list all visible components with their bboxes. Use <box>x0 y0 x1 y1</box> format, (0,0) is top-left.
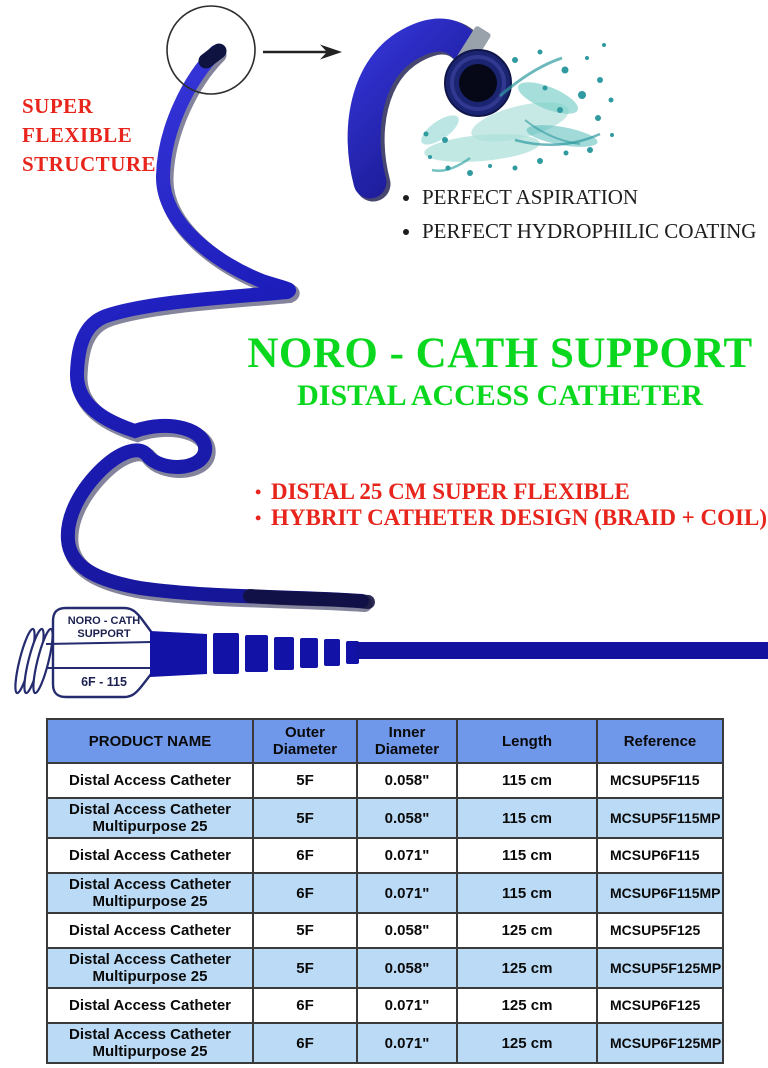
col-header-inner-diameter: Inner Diameter <box>356 718 458 764</box>
table-row: Distal Access Catheter Multipurpose 25 6… <box>46 1022 724 1064</box>
catheter-spiral-graphic <box>60 43 375 612</box>
flexible-label-line: SUPER <box>22 94 94 118</box>
cell-length: 115 cm <box>456 872 598 914</box>
table-row: Distal Access Catheter Multipurpose 25 5… <box>46 947 724 989</box>
cell-product-name: Distal Access Catheter Multipurpose 25 <box>46 947 254 989</box>
cell-outer-diameter: 5F <box>252 797 358 839</box>
cell-inner-diameter: 0.071" <box>356 1022 458 1064</box>
table-header-row: PRODUCT NAME Outer Diameter Inner Diamet… <box>46 718 724 764</box>
product-subtitle: DISTAL ACCESS CATHETER <box>297 379 703 412</box>
cell-length: 125 cm <box>456 1022 598 1064</box>
cell-length: 115 cm <box>456 797 598 839</box>
cell-inner-diameter: 0.071" <box>356 872 458 914</box>
highlight-list: • DISTAL 25 CM SUPER FLEXIBLE • HYBRIT CAT… <box>255 479 767 531</box>
feature-item: PERFECT ASPIRATION <box>422 184 768 211</box>
magnifier-circle-icon <box>166 5 256 95</box>
cell-product-name: Distal Access Catheter <box>46 837 254 874</box>
flexible-structure-label: SUPER FLEXIBLE STRUCTURE <box>22 92 156 179</box>
catheter-artwork: NORO - CATH SUPPORT 6F - 115 <box>14 5 768 699</box>
table-row: Distal Access Catheter 5F 0.058" 125 cm … <box>46 912 724 949</box>
table-row: Distal Access Catheter 6F 0.071" 125 cm … <box>46 987 724 1024</box>
cell-reference: MCSUP5F125MP <box>596 947 724 989</box>
catheter-shaft <box>356 642 768 659</box>
table-row: Distal Access Catheter Multipurpose 25 6… <box>46 872 724 914</box>
cell-outer-diameter: 6F <box>252 1022 358 1064</box>
feature-item: PERFECT HYDROPHILIC COATING <box>422 218 768 245</box>
cell-outer-diameter: 6F <box>252 872 358 914</box>
cell-inner-diameter: 0.058" <box>356 912 458 949</box>
highlight-item: • HYBRIT CATHETER DESIGN (BRAID + COIL) <box>255 505 767 531</box>
flexible-label-line: STRUCTURE <box>22 152 157 176</box>
cell-outer-diameter: 5F <box>252 947 358 989</box>
cell-product-name: Distal Access Catheter <box>46 987 254 1024</box>
hub-name-line2: SUPPORT <box>77 628 130 640</box>
cell-outer-diameter: 5F <box>252 762 358 799</box>
cell-reference: MCSUP5F125 <box>596 912 724 949</box>
cell-length: 125 cm <box>456 987 598 1024</box>
cell-inner-diameter: 0.071" <box>356 987 458 1024</box>
catheter-tip-detail-graphic <box>347 18 614 202</box>
flexible-label-line: FLEXIBLE <box>22 123 133 147</box>
cell-length: 125 cm <box>456 947 598 989</box>
bullet-icon: • <box>255 508 262 528</box>
table-row: Distal Access Catheter Multipurpose 25 5… <box>46 797 724 839</box>
cell-product-name: Distal Access Catheter <box>46 762 254 799</box>
table-row: Distal Access Catheter 6F 0.071" 115 cm … <box>46 837 724 874</box>
cell-reference: MCSUP6F115MP <box>596 872 724 914</box>
cell-product-name: Distal Access Catheter Multipurpose 25 <box>46 797 254 839</box>
col-header-outer-diameter: Outer Diameter <box>252 718 358 764</box>
cell-product-name: Distal Access Catheter <box>46 912 254 949</box>
col-header-reference: Reference <box>596 718 724 764</box>
strain-relief <box>150 631 359 677</box>
arrow-right-icon <box>263 44 342 60</box>
cell-outer-diameter: 6F <box>252 987 358 1024</box>
cell-length: 115 cm <box>456 762 598 799</box>
cell-product-name: Distal Access Catheter Multipurpose 25 <box>46 872 254 914</box>
highlight-text: HYBRIT CATHETER DESIGN (BRAID + COIL) <box>271 505 767 530</box>
col-header-length: Length <box>456 718 598 764</box>
hub-size-label: 6F - 115 <box>81 675 127 689</box>
feature-list: PERFECT ASPIRATION PERFECT HYDROPHILIC C… <box>392 184 768 252</box>
cell-reference: MCSUP6F125MP <box>596 1022 724 1064</box>
cell-inner-diameter: 0.071" <box>356 837 458 874</box>
highlight-item: • DISTAL 25 CM SUPER FLEXIBLE <box>255 479 735 505</box>
cell-inner-diameter: 0.058" <box>356 762 458 799</box>
col-header-product-name: PRODUCT NAME <box>46 718 254 764</box>
cell-reference: MCSUP6F125 <box>596 987 724 1024</box>
product-title: NORO - CATH SUPPORT <box>247 330 753 377</box>
bullet-icon: • <box>255 482 262 502</box>
cell-reference: MCSUP5F115MP <box>596 797 724 839</box>
hub-body <box>51 606 157 699</box>
hub-name-line1: NORO - CATH <box>68 615 141 627</box>
cell-outer-diameter: 5F <box>252 912 358 949</box>
cell-product-name: Distal Access Catheter Multipurpose 25 <box>46 1022 254 1064</box>
cell-length: 125 cm <box>456 912 598 949</box>
cell-length: 115 cm <box>456 837 598 874</box>
catheter-hub-graphic: NORO - CATH SUPPORT 6F - 115 <box>14 606 768 699</box>
water-splash-graphic <box>421 43 614 176</box>
luer-thread <box>14 627 54 695</box>
product-table: PRODUCT NAME Outer Diameter Inner Diamet… <box>46 718 724 1064</box>
table-row: Distal Access Catheter 5F 0.058" 115 cm … <box>46 762 724 799</box>
cell-reference: MCSUP5F115 <box>596 762 724 799</box>
highlight-text: DISTAL 25 CM SUPER FLEXIBLE <box>271 479 630 504</box>
cell-inner-diameter: 0.058" <box>356 947 458 989</box>
cell-reference: MCSUP6F115 <box>596 837 724 874</box>
cell-outer-diameter: 6F <box>252 837 358 874</box>
cell-inner-diameter: 0.058" <box>356 797 458 839</box>
product-title-block: NORO - CATH SUPPORT DISTAL ACCESS CATHET… <box>230 330 768 412</box>
